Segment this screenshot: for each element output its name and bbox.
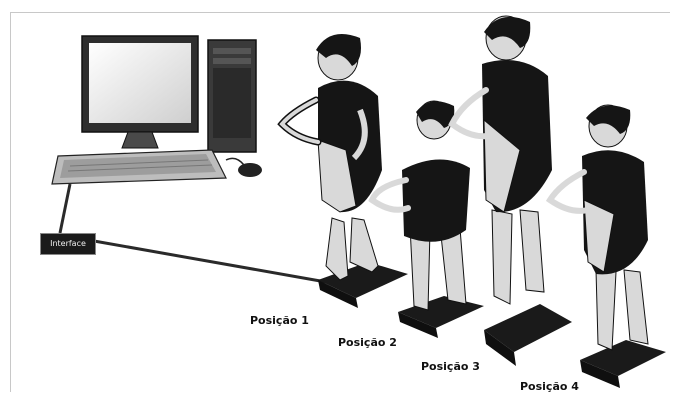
cable-computer-interface	[60, 184, 70, 233]
figure-position-2	[372, 101, 484, 338]
position-label-1: Posição 1	[250, 314, 309, 327]
position-label-3: Posição 3	[421, 360, 480, 373]
figure-position-4	[550, 105, 666, 388]
position-label-2: Posição 2	[338, 336, 397, 349]
cable-interface-platform	[94, 241, 326, 282]
computer-icon	[52, 36, 262, 184]
figure-position-1	[282, 34, 408, 308]
position-label-4: Posição 4	[520, 380, 579, 393]
interface-box: Interface	[40, 233, 96, 255]
interface-label: Interface	[50, 239, 86, 248]
